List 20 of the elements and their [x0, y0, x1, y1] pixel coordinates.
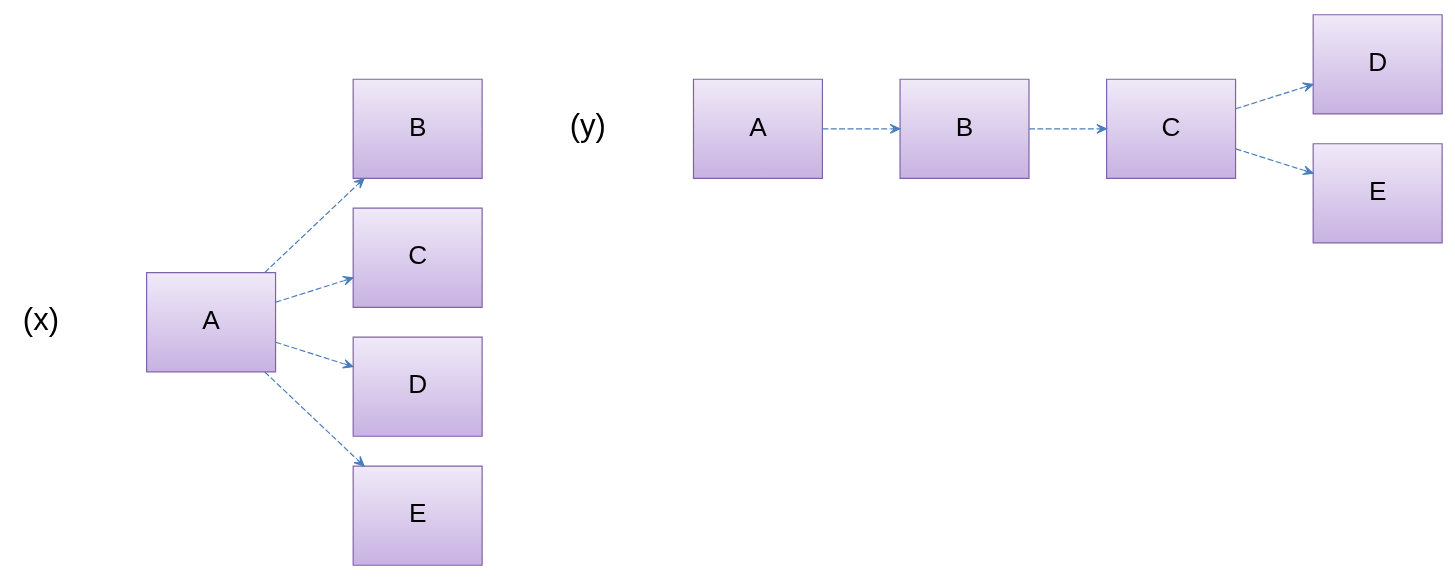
arrow	[264, 370, 365, 467]
node-box: B	[899, 78, 1030, 179]
node-box: E	[1312, 142, 1443, 243]
arrow	[275, 341, 354, 368]
label: (y)	[569, 107, 606, 143]
arrow	[1235, 82, 1314, 109]
node-box: A	[146, 271, 277, 372]
node-box: B	[352, 78, 483, 179]
node-box: D	[352, 336, 483, 437]
node-box: C	[1106, 78, 1237, 179]
node-box: A	[692, 78, 824, 179]
arrow	[264, 177, 365, 273]
label: (x)	[22, 301, 60, 337]
arrow	[822, 123, 901, 134]
node-box: C	[352, 207, 483, 308]
node-box: D	[1312, 13, 1443, 114]
arrow	[1028, 123, 1108, 134]
node-box: E	[352, 465, 483, 566]
arrow	[275, 275, 354, 303]
arrow	[1235, 147, 1314, 175]
